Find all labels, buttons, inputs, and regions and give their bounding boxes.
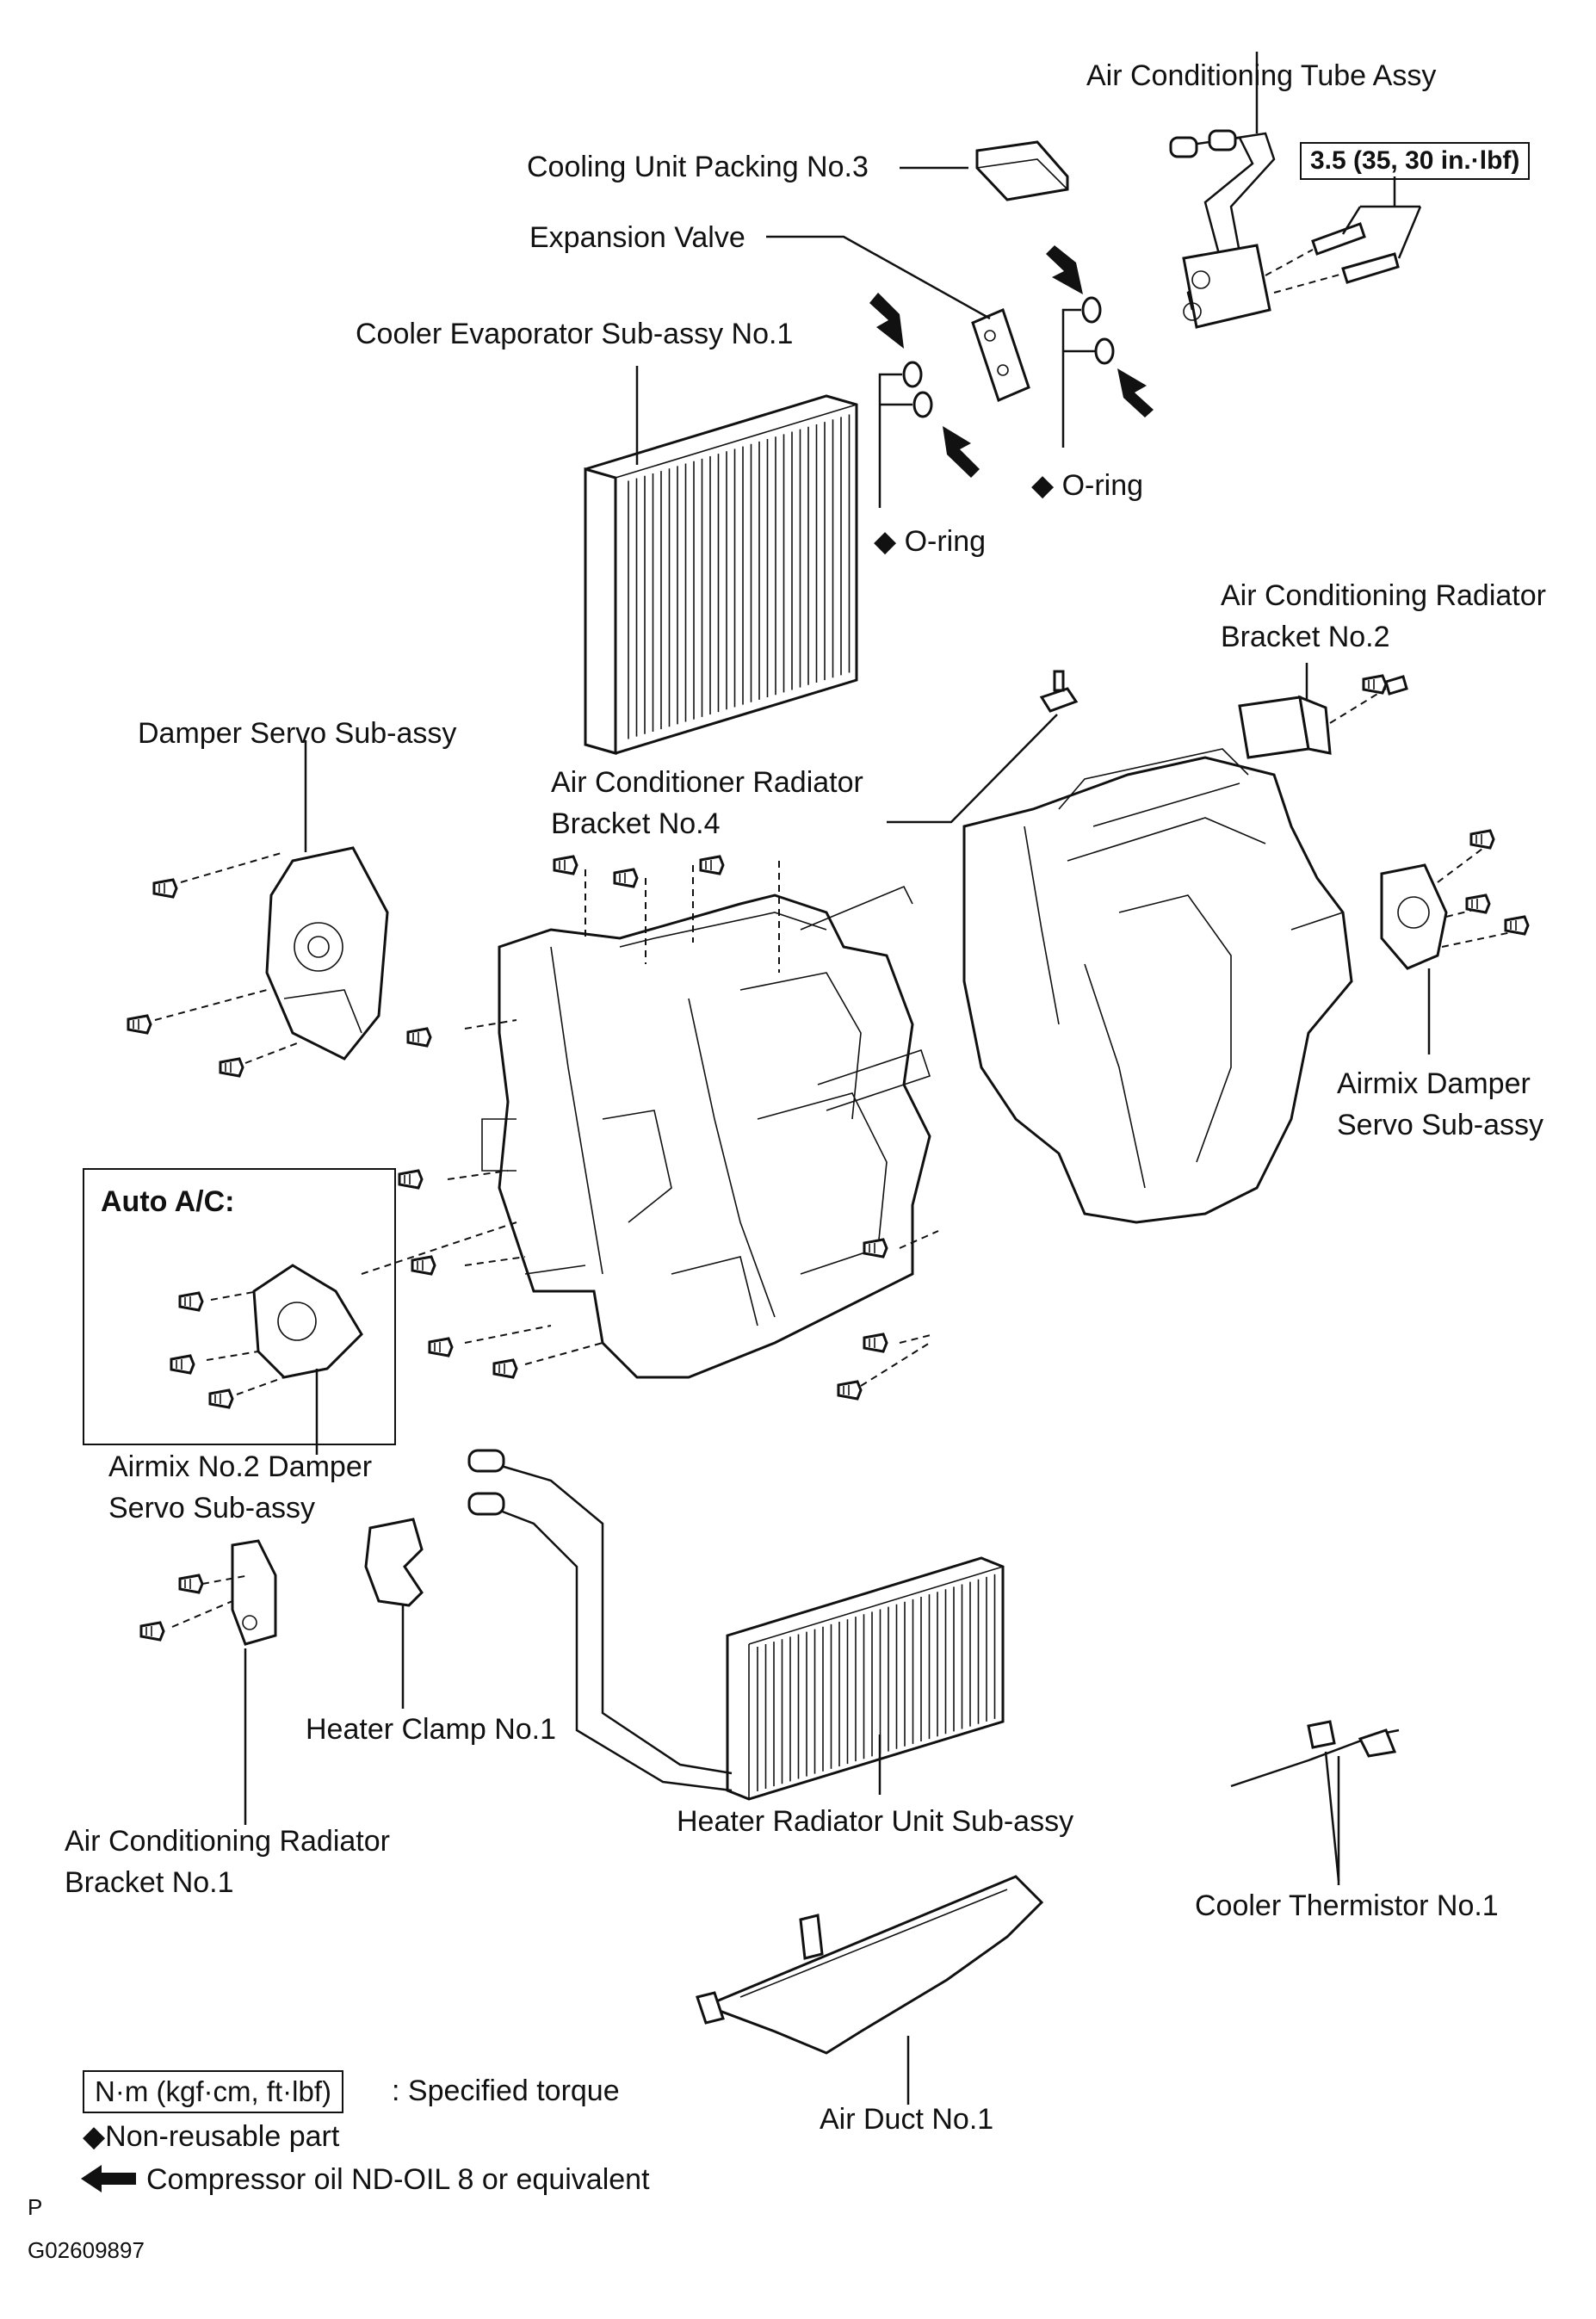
legend-compressor-oil: Compressor oil ND-OIL 8 or equivalent [146,2163,650,2196]
torque-spec-box: 3.5 (35, 30 in.·lbf) [1300,142,1531,180]
label-bracket-no1-line1: Air Conditioning Radiator [65,1825,390,1858]
heater-radiator-drawing [467,1449,1005,1801]
label-airmix-damper-line1: Airmix Damper [1337,1067,1531,1100]
heater-case-right-drawing [962,748,1353,1224]
screw-15 [1469,829,1495,850]
screw-22 [139,1621,165,1642]
legend-torque-units-box: N·m (kgf·cm, ft·lbf) [83,2070,343,2113]
label-o-ring-right: ◆ O-ring [1031,469,1144,502]
oil-arrow-1 [869,293,904,349]
screw-14 [492,1358,518,1379]
label-bracket-no2-line1: Air Conditioning Radiator [1221,579,1546,612]
air-conditioning-tube-assy-drawing [1169,52,1422,329]
screw-23 [178,1574,204,1594]
legend-non-reusable: ◆Non-reusable part [83,2120,340,2153]
label-cooling-unit-packing-no3: Cooling Unit Packing No.3 [527,151,869,183]
auto-ac-inset-box [83,1168,396,1445]
label-bracket-no4-line2: Bracket No.4 [551,807,721,840]
label-heater-clamp: Heater Clamp No.1 [306,1713,557,1746]
screw-5 [398,1169,424,1190]
dashed-alignment-lines [447,861,939,1387]
bracket-no2-drawing [1238,663,1408,759]
screw-3 [219,1057,244,1078]
label-heater-radiator: Heater Radiator Unit Sub-assy [677,1805,1074,1838]
expansion-valve-drawing [766,235,1030,403]
oil-arrow-3 [943,426,980,478]
label-airmix-no2-line2: Servo Sub-assy [108,1492,315,1524]
oil-arrow-4 [1117,368,1154,417]
cooler-evaporator-drawing [584,366,858,755]
screw-13 [837,1380,863,1401]
legend-torque-desc: : Specified torque [392,2075,620,2107]
screw-11 [863,1238,888,1258]
airmix-damper-servo-drawing [1380,843,1525,1054]
label-airmix-no2-line1: Airmix No.2 Damper [108,1450,373,1483]
screw-16 [1465,894,1491,914]
screw-17 [1504,915,1530,936]
o-rings-right-drawing [1061,296,1115,448]
screw-12 [863,1333,888,1353]
screw-10 [699,855,725,875]
cooling-unit-packing-drawing [900,140,1069,201]
oil-arrow-2 [1046,245,1083,294]
screw-2 [127,1014,152,1035]
damper-servo-drawing [154,740,389,1064]
screw-21 [208,1388,234,1409]
cooler-thermistor-drawing [1230,1720,1400,1885]
screw-19 [178,1291,204,1312]
label-bracket-no1-line2: Bracket No.1 [65,1866,234,1899]
screw-6 [411,1255,436,1276]
heater-clamp-drawing [364,1518,424,1709]
footer-page-letter: P [28,2194,43,2220]
screw-8 [553,855,578,875]
label-cooler-thermistor: Cooler Thermistor No.1 [1195,1889,1499,1922]
label-auto-ac: Auto A/C: [101,1185,235,1218]
screws-group [127,674,1530,1642]
airmix-no2-servo-drawing [206,1221,517,1455]
label-o-ring-left: ◆ O-ring [874,525,987,558]
label-air-duct: Air Duct No.1 [820,2103,994,2136]
label-bracket-no2-line2: Bracket No.2 [1221,621,1390,653]
screw-7 [428,1337,454,1357]
footer-figure-code: G02609897 [28,2237,145,2263]
screw-18 [1362,674,1388,695]
air-duct-drawing [696,1875,1044,2105]
o-rings-left-drawing [878,361,933,508]
legend-oil-arrow-icon [81,2165,136,2192]
heater-case-left-drawing [481,885,931,1379]
screw-9 [613,868,639,888]
label-bracket-no4-line1: Air Conditioner Radiator [551,766,863,799]
label-cooler-evaporator: Cooler Evaporator Sub-assy No.1 [356,318,794,350]
label-expansion-valve: Expansion Valve [529,221,745,254]
screw-1 [152,878,178,899]
bracket-no1-drawing [171,1539,277,1825]
bracket-no4-drawing [887,670,1079,824]
label-airmix-damper-line2: Servo Sub-assy [1337,1109,1543,1141]
screw-4 [406,1027,432,1048]
label-air-conditioning-tube-assy: Air Conditioning Tube Assy [1086,59,1437,92]
screw-20 [170,1354,195,1375]
label-damper-servo: Damper Servo Sub-assy [138,717,457,750]
